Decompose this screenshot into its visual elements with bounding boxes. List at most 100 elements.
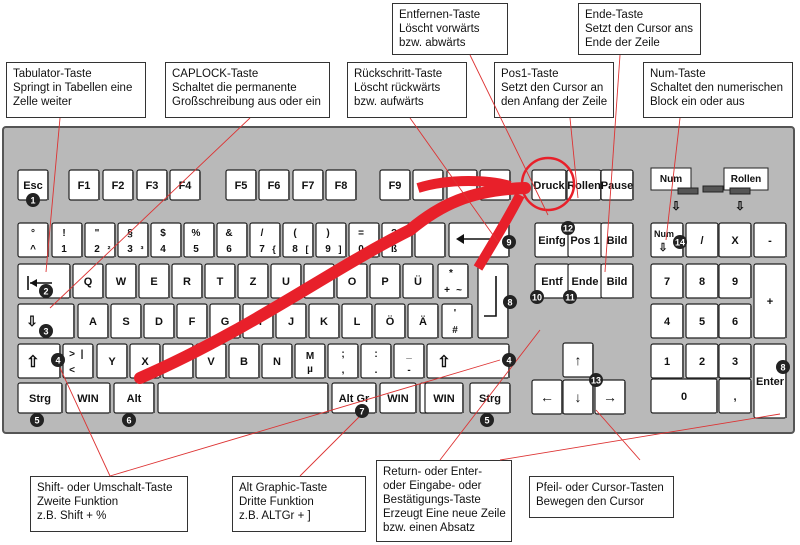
- callout-line: Bestätigungs-Taste: [383, 494, 481, 506]
- callout-line: Setzt den Cursor ans: [585, 23, 694, 35]
- key-n6-bottom: 6: [226, 244, 232, 255]
- key-ende-label: Ende: [572, 276, 599, 288]
- num-indicator-label: Num: [660, 174, 682, 185]
- key-entf-label: Entf: [541, 276, 563, 288]
- arrow-up-icon: ↑: [575, 352, 582, 368]
- shift-right-icon: ⇧: [437, 354, 450, 371]
- badge: [561, 221, 575, 235]
- badge: [26, 193, 40, 207]
- red-arrow-side: [473, 192, 525, 271]
- callout-line: oder Eingabe- oder: [383, 480, 482, 492]
- badge: [563, 290, 577, 304]
- callout-title: Num-Taste: [650, 68, 706, 80]
- callout-line: Zelle weiter: [13, 96, 72, 108]
- leader-line: [499, 413, 781, 461]
- badge-number: 7: [359, 407, 364, 417]
- key-f8-label: F8: [335, 180, 348, 192]
- key-kp7-label: 7: [664, 276, 670, 288]
- key-n4-bottom: 4: [160, 244, 166, 255]
- callout-tab: Tabulator-Taste Springt in Tabellen eine…: [6, 62, 146, 118]
- callout-line: z.B. Shift + %: [37, 510, 107, 522]
- callout-end: Ende-Taste Setzt den Cursor ans Ende der…: [578, 3, 701, 55]
- badge: [480, 413, 494, 427]
- badge: [122, 413, 136, 427]
- callout-line: Zweite Funktion: [37, 496, 119, 508]
- key-oe-label: Ö: [386, 315, 395, 328]
- badge: [39, 284, 53, 298]
- badge-number: 4: [506, 356, 511, 366]
- rollen-indicator-label: Rollen: [731, 174, 762, 185]
- leader-line: [439, 329, 541, 461]
- callout-title: Tabulator-Taste: [13, 68, 92, 80]
- key-angle-bottom: <: [69, 365, 75, 376]
- key-druck-label: Druck: [533, 180, 565, 192]
- key-pos1-label: Pos 1: [570, 235, 599, 247]
- key-rollen-label: Rollen: [567, 180, 601, 192]
- key-kp-dot-label: ,: [733, 391, 736, 403]
- key-k-label: K: [320, 316, 328, 328]
- key-y-label: Y: [108, 356, 116, 368]
- key-v-label: V: [207, 356, 215, 368]
- callout-num: Num-Taste Schaltet den numerischen Block…: [643, 62, 793, 118]
- red-arrow-path: [134, 182, 531, 384]
- callout-title: Return- oder Enter-: [383, 466, 483, 478]
- callout-line: bzw. abwärts: [399, 37, 466, 49]
- key-p-label: P: [381, 276, 388, 288]
- key-b-label: B: [240, 356, 248, 368]
- key-f1-label: F1: [78, 180, 91, 192]
- kp-num-icon: ⇩: [658, 242, 667, 254]
- leader-line: [109, 359, 501, 477]
- caps-led: [702, 185, 724, 193]
- badge-number: 13: [591, 376, 601, 386]
- key-m-top: M: [306, 351, 314, 362]
- badge: [673, 235, 687, 249]
- key-kp-div-label: /: [700, 235, 703, 247]
- key-n7-altgr: {: [272, 244, 276, 254]
- badge-number: 4: [55, 356, 60, 366]
- callout-line: z.B. ALTGr + ]: [239, 510, 311, 522]
- capslock-icon: ⇩: [26, 313, 38, 329]
- key-n2-bottom: 2: [94, 244, 100, 255]
- key-f6-label: F6: [268, 180, 281, 192]
- key-win-right-label: WIN: [387, 393, 408, 405]
- callout-line: Block ein oder aus: [650, 96, 745, 108]
- key-kp6-label: 6: [732, 316, 738, 328]
- callout-shift: Shift- oder Umschalt-Taste Zweite Funkti…: [30, 476, 188, 532]
- key-n8-bottom: 8: [292, 244, 298, 255]
- key-altgr-label: Alt Gr: [339, 393, 370, 405]
- key-m-altgr: µ: [307, 364, 313, 375]
- key-esc-label: Esc: [23, 180, 43, 192]
- highlight-circle: [520, 156, 576, 212]
- key-kp-enter-label: Enter: [756, 376, 785, 388]
- badge-number: 8: [780, 363, 785, 373]
- leader-line: [45, 117, 61, 273]
- backspace-arrowhead: [456, 234, 464, 244]
- badge-number: 2: [43, 287, 48, 297]
- leader-line: [469, 54, 549, 216]
- key-kp2-label: 2: [699, 356, 705, 368]
- key-q-label: Q: [84, 276, 93, 288]
- callout-title: Ende-Taste: [585, 9, 644, 21]
- key-dash-bottom: -: [407, 365, 410, 376]
- key-n8: [282, 222, 314, 258]
- key-einfg-label: Einfg: [538, 235, 566, 247]
- callout-line: Springt in Tabellen eine: [13, 82, 133, 94]
- arrow-down-icon: ↓: [575, 389, 582, 405]
- key-angle-top: >: [69, 349, 75, 360]
- key-o-label: O: [348, 276, 357, 288]
- leader-line: [595, 409, 641, 461]
- key-n2-altgr: ²: [108, 244, 111, 254]
- key-plus-altgr: ~: [456, 285, 462, 296]
- callout-enter: Return- oder Enter- oder Eingabe- oder B…: [376, 460, 512, 542]
- callout-del: Entfernen-Taste Löscht vorwärts bzw. abw…: [392, 3, 508, 55]
- key-n9-top: ): [326, 228, 329, 239]
- key-plus-bottom: +: [444, 285, 450, 296]
- callout-altgr: Alt Graphic-Taste Dritte Funktion z.B. A…: [232, 476, 366, 532]
- key-kp4-label: 4: [664, 316, 671, 328]
- callout-title: CAPLOCK-Taste: [172, 68, 259, 80]
- rollen-led: [729, 187, 751, 195]
- callout-caps: CAPLOCK-Taste Schaltet die permanente Gr…: [165, 62, 330, 118]
- key-pause-label: Pause: [601, 180, 633, 192]
- callout-title: Rückschritt-Taste: [354, 68, 443, 80]
